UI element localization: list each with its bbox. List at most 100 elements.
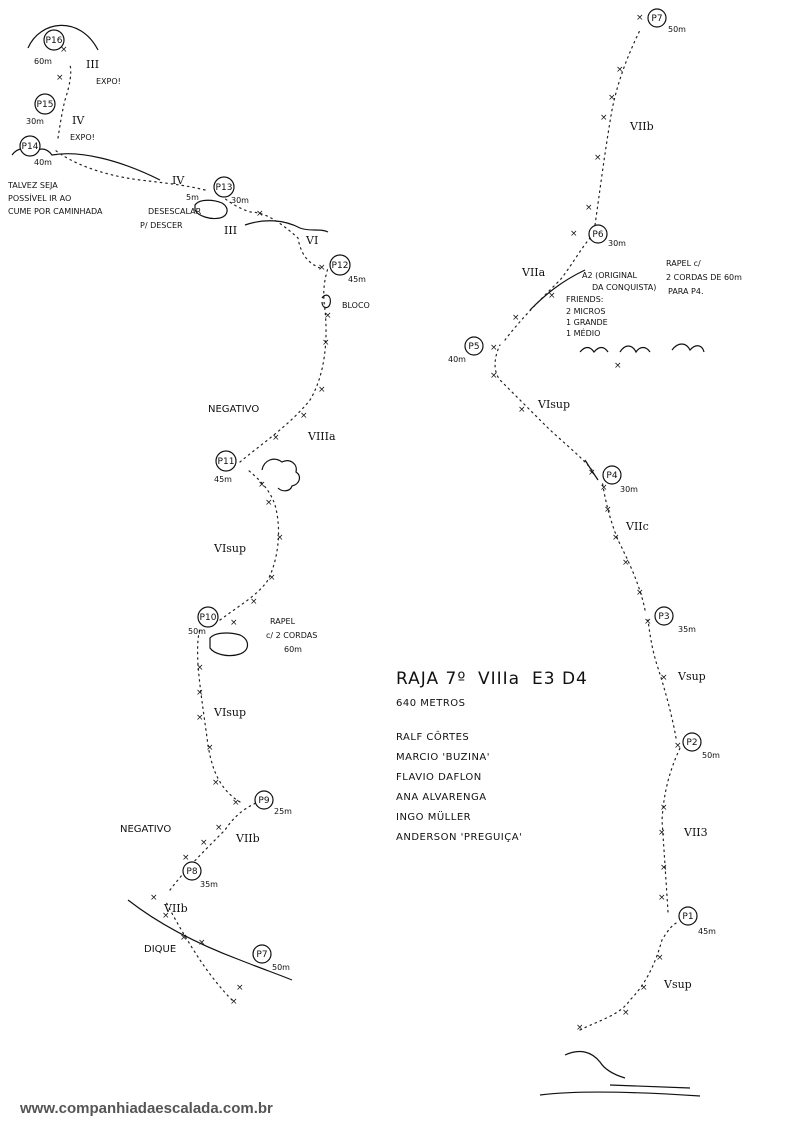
belay-circle xyxy=(182,861,202,881)
bolt: × xyxy=(215,823,223,833)
belay-length: 45m xyxy=(348,275,366,284)
route-left-p8-p9 xyxy=(169,801,259,891)
route-right-p6-p7 xyxy=(594,29,641,226)
bush-p11 xyxy=(261,458,301,492)
footer-url[interactable]: www.companhiadaescalada.com.br xyxy=(20,1100,273,1117)
belay-p7-top[interactable]: P7 50m xyxy=(647,8,686,34)
bolt: × xyxy=(622,1008,630,1018)
bloco-rock xyxy=(321,294,331,309)
grade-label: VI xyxy=(305,234,318,247)
belay-label: P2 xyxy=(686,738,697,748)
note-line: TALVEZ SEJA xyxy=(7,181,58,190)
belay-p7-low[interactable]: P7 50m xyxy=(252,944,290,972)
bolt: × xyxy=(318,385,326,395)
route-left-p7-p8 xyxy=(164,899,233,1001)
belay-circle xyxy=(654,606,674,626)
belay-circle xyxy=(252,944,272,964)
belay-label: P3 xyxy=(658,612,669,622)
route-rating: E3 D4 xyxy=(532,669,588,689)
belay-p12[interactable]: P12 45m xyxy=(329,254,366,284)
route-name: RAJA 7º xyxy=(396,669,466,689)
note-line: A2 (ORIGINAL xyxy=(582,271,637,280)
belay-label: P7 xyxy=(256,950,267,960)
dike xyxy=(127,899,293,981)
belay-label: P5 xyxy=(468,342,479,352)
route-left-p14-p16 xyxy=(57,64,72,139)
belay-label: P8 xyxy=(186,867,197,877)
bolt: × xyxy=(60,45,68,55)
route-left-p13-p14 xyxy=(54,149,206,191)
belay-p8[interactable]: P8 35m xyxy=(182,861,218,889)
bolt: × xyxy=(322,338,330,348)
belay-p4[interactable]: P4 30m xyxy=(602,465,638,494)
belay-p13[interactable]: P13 30m xyxy=(213,176,249,205)
route-right-p5-p6 xyxy=(504,237,591,341)
note-a2: A2 (ORIGINAL DA CONQUISTA) xyxy=(582,271,656,292)
belay-circle xyxy=(647,8,667,28)
bolt: × xyxy=(660,863,668,873)
belay-p6[interactable]: P6 30m xyxy=(588,224,626,248)
bolt: × xyxy=(622,558,630,568)
belay-p10[interactable]: P10 50m xyxy=(188,606,219,636)
belay-p1[interactable]: P1 45m xyxy=(678,906,716,936)
bolt: × xyxy=(196,713,204,723)
bolt: × xyxy=(660,803,668,813)
note-negativo: NEGATIVO xyxy=(208,404,259,415)
crack-p4 xyxy=(584,459,599,481)
belay-length: 45m xyxy=(214,475,232,484)
bolt: × xyxy=(518,405,526,415)
route-length: 640 METROS xyxy=(396,698,466,709)
author: MARCIO 'BUZINA' xyxy=(396,752,490,763)
bolt: × xyxy=(256,209,264,219)
belay-p3[interactable]: P3 35m xyxy=(654,606,696,634)
note-line: c/ 2 CORDAS xyxy=(266,631,317,640)
bolt: × xyxy=(230,618,238,628)
belay-p9[interactable]: P9 25m xyxy=(254,790,292,816)
belay-length: 30m xyxy=(620,485,638,494)
bolt: × xyxy=(268,573,276,583)
bolt: × xyxy=(614,361,622,371)
belay-circle xyxy=(34,93,56,115)
bolt: × xyxy=(588,468,596,478)
author: INGO MÜLLER xyxy=(396,810,471,823)
bolt: × xyxy=(230,997,238,1007)
belay-length: 25m xyxy=(274,807,292,816)
route-title: RAJA 7º VIIIa E3 D4 xyxy=(396,669,588,689)
route-right-p3-p4 xyxy=(601,479,646,611)
roof-p6 xyxy=(579,343,705,354)
note-line: 1 GRANDE xyxy=(566,318,608,327)
grade-label: Vsup xyxy=(663,978,692,991)
belay-p16[interactable]: P16 60m xyxy=(34,29,65,66)
bolt: × xyxy=(265,498,273,508)
bolt: × xyxy=(512,313,520,323)
belay-circle xyxy=(588,224,608,244)
belay-circle xyxy=(464,336,484,356)
bolts: × × × × × × × × × × × × × × × × × × × × … xyxy=(56,13,682,1033)
belay-label: P4 xyxy=(606,471,617,481)
belay-p11[interactable]: P11 45m xyxy=(214,450,237,484)
bolt: × xyxy=(658,828,666,838)
block-p10 xyxy=(209,632,249,657)
belay-length: 30m xyxy=(231,196,249,205)
bolt: × xyxy=(196,663,204,673)
bolt: × xyxy=(636,13,644,23)
note-desescalar: 5m DESESCALAR P/ DESCER xyxy=(140,193,202,230)
bolt: × xyxy=(150,893,158,903)
belay-circle xyxy=(329,254,351,276)
grade-label: VIsup xyxy=(537,398,570,411)
bolt: × xyxy=(604,505,612,515)
note-rapel-p6: RAPEL c/ 2 CORDAS DE 60m PARA P4. xyxy=(666,259,742,296)
belay-p15[interactable]: P15 30m xyxy=(26,93,56,126)
belay-p2[interactable]: P2 50m xyxy=(682,732,720,760)
bolt: × xyxy=(162,911,170,921)
route-right-start-p1 xyxy=(579,921,679,1031)
grade-label: VIIa xyxy=(521,266,546,279)
grade-label: VIsup xyxy=(213,542,246,555)
note-line: CUME POR CAMINHADA xyxy=(8,207,103,216)
route-grade: VIIIa xyxy=(478,669,520,689)
belay-p14[interactable]: P14 40m xyxy=(19,135,52,167)
bolt: × xyxy=(196,688,204,698)
bolt: × xyxy=(612,533,620,543)
belay-p5[interactable]: P5 40m xyxy=(448,336,484,364)
